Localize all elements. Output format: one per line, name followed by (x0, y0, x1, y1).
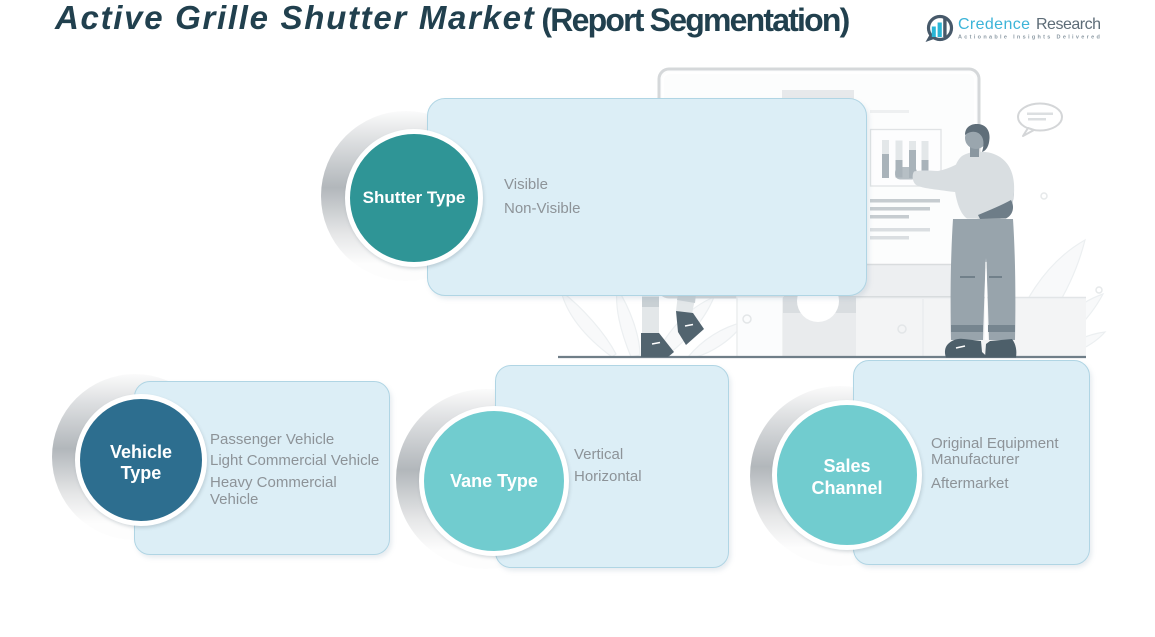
svg-text:Credence: Credence (958, 16, 1030, 33)
svg-text:Research: Research (1036, 16, 1101, 33)
svg-text:Actionable Insights Delivered: Actionable Insights Delivered (958, 35, 1101, 41)
